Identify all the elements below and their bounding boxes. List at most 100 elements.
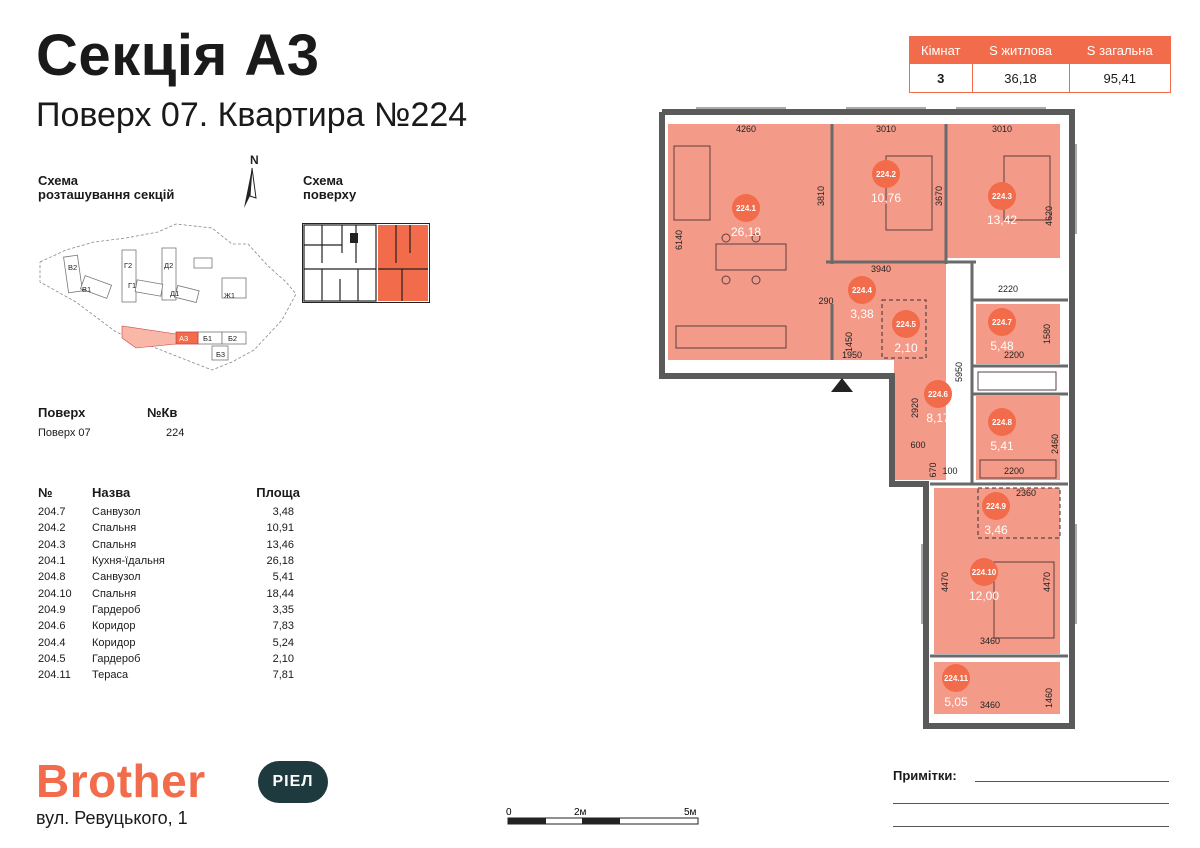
room-name: Кухня-їдальня	[92, 555, 165, 568]
section-label-b1: Б1	[203, 334, 212, 343]
notes-line-3[interactable]	[893, 826, 1169, 827]
room-tag: 224.5 2,10	[892, 310, 920, 355]
dimension-label: 1450	[844, 332, 854, 352]
dimension-label: 2220	[998, 284, 1018, 294]
room-tag-area: 3,46	[984, 523, 1008, 537]
section-label-a3: А3	[179, 334, 188, 343]
room-number: 204.10	[38, 587, 72, 600]
room-area: 13,46	[266, 538, 294, 551]
room-number: 204.9	[38, 603, 66, 616]
room-name: Санвузол	[92, 506, 141, 519]
page-subtitle: Поверх 07. Квартира №224	[36, 96, 468, 134]
room-tag-area: 2,10	[894, 341, 918, 355]
compass-north-label: N	[250, 153, 259, 167]
room-tag-badge	[988, 182, 1016, 210]
room-name: Спальня	[92, 538, 137, 551]
apartment-value: 224	[166, 427, 185, 439]
dimension-label: 3940	[871, 264, 891, 274]
entrance-marker-icon	[831, 378, 853, 392]
room-area: 18,44	[266, 587, 294, 600]
room-tag: 224.210,76	[871, 160, 901, 205]
room-tag-badge	[970, 558, 998, 586]
room-name: Гардероб	[92, 652, 141, 665]
compass-icon: N	[226, 152, 266, 221]
notes-line-1[interactable]	[975, 781, 1169, 782]
dimension-label: 1580	[1042, 324, 1052, 344]
summary-living-value: 36,18	[971, 63, 1070, 93]
floor-scheme	[301, 222, 431, 308]
dimension-label: 2920	[910, 398, 920, 418]
room-tag-id: 224.5	[896, 320, 917, 329]
sections-scheme-label-line1: Схема	[38, 173, 79, 188]
floor-scheme-label-line1: Схема	[303, 173, 344, 188]
summary-total-value: 95,41	[1068, 63, 1171, 93]
dimension-label: 3460	[980, 700, 1000, 710]
room-number: 204.7	[38, 506, 66, 519]
room-name: Коридор	[92, 620, 136, 633]
room-tag-area: 5,05	[944, 695, 968, 709]
room-tag-badge	[892, 310, 920, 338]
room-tag: 224.7 5,48	[988, 308, 1016, 353]
brand-badge: РІЕЛ	[258, 761, 328, 803]
room-name: Гардероб	[92, 603, 141, 616]
site-sections-scheme: В2 Г2 Д2 В1 Г1 Д1 Ж1 А3 Б1 Б2 Б3	[36, 222, 297, 387]
room-area: 7,83	[272, 620, 294, 633]
scale-label-0: 0	[506, 807, 512, 818]
room-tag-badge	[732, 194, 760, 222]
rooms-header-number: №	[38, 485, 53, 500]
room-row: 204.7 Санвузол 3,48	[38, 504, 300, 520]
room-area: 3,48	[272, 506, 294, 519]
dimension-label: 100	[942, 466, 957, 476]
dimension-label: 2360	[1016, 488, 1036, 498]
rooms-header-area: Площа	[256, 485, 300, 500]
room-area: 7,81	[272, 669, 294, 682]
dimension-label: 4470	[940, 572, 950, 592]
dimension-label: 1950	[842, 350, 862, 360]
room-tag-badge	[872, 160, 900, 188]
room-tag-id: 224.2	[876, 170, 897, 179]
section-label-v2: В2	[68, 263, 77, 272]
page-title: Секція А3	[36, 23, 320, 88]
dimension-label: 290	[818, 296, 833, 306]
room-number: 204.1	[38, 555, 66, 568]
room-tag-badge	[942, 664, 970, 692]
summary-table: Кімнат S житлова S загальна 3 36,18 95,4…	[909, 36, 1171, 93]
notes-line-2[interactable]	[893, 803, 1169, 804]
room-tag-id: 224.7	[992, 318, 1013, 327]
room-name: Санвузол	[92, 571, 141, 584]
section-label-zh1: Ж1	[224, 291, 235, 300]
section-label-b2: Б2	[228, 334, 237, 343]
section-label-d1: Д1	[170, 289, 179, 298]
notes-label: Примітки:	[893, 768, 957, 783]
room-tag: 224.313,42	[987, 182, 1017, 227]
floor-header: Поверх	[38, 405, 86, 420]
room-tag-id: 224.3	[992, 192, 1013, 201]
section-label-v1: В1	[82, 285, 91, 294]
address: вул. Ревуцького, 1	[36, 808, 188, 828]
summary-rooms-value: 3	[909, 63, 973, 93]
room-tag-area: 12,00	[969, 589, 999, 603]
room-number: 204.11	[38, 669, 71, 682]
room-number: 204.5	[38, 652, 66, 665]
dimension-label: 4470	[1042, 572, 1052, 592]
dimension-label: 600	[910, 440, 925, 450]
room-tag: 224.43,38	[848, 276, 876, 321]
room-tag-id: 224.11	[944, 674, 969, 683]
room-name: Тераса	[92, 669, 129, 682]
room-row: 204.11 Тераса 7,81	[38, 667, 300, 683]
room-tag-area: 5,48	[990, 339, 1014, 353]
dimension-label: 3010	[992, 124, 1012, 134]
summary-header-rooms: Кімнат	[909, 36, 973, 64]
room-number: 204.2	[38, 522, 66, 535]
floor-scheme-label-line2: поверху	[303, 187, 357, 202]
dimension-label: 5950	[954, 362, 964, 382]
room-area: 5,41	[272, 571, 294, 584]
dimension-label: 2200	[1004, 350, 1024, 360]
room-area: 2,10	[272, 652, 294, 665]
section-label-g1: Г1	[128, 281, 136, 290]
